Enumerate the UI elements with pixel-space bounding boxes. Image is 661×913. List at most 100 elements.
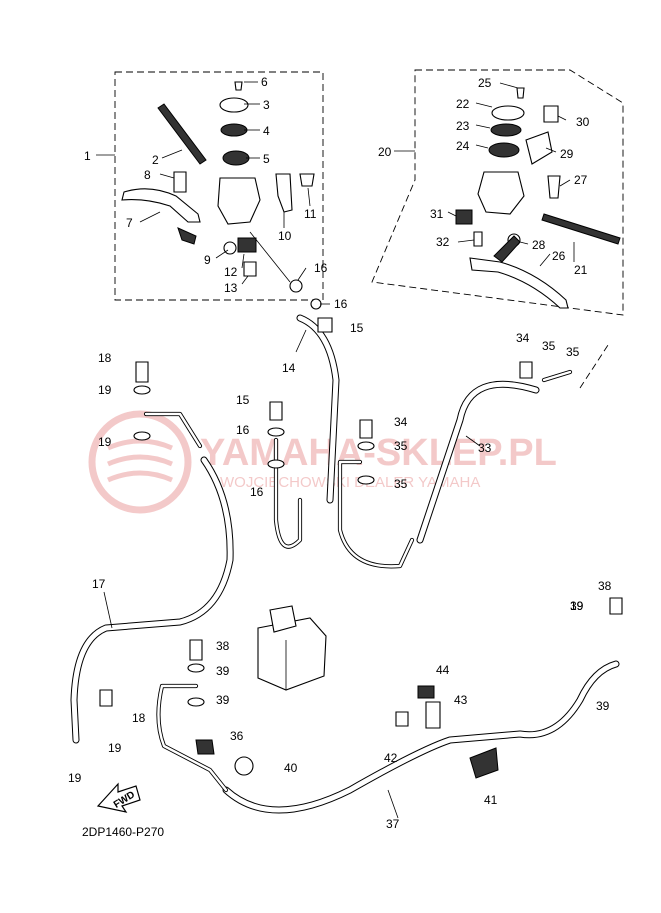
watermark-logo-emblem xyxy=(106,438,174,483)
callout-16d: 16 xyxy=(250,485,264,499)
callout-3: 3 xyxy=(263,98,270,112)
callout-41: 41 xyxy=(484,793,498,807)
callout-37: 37 xyxy=(386,817,400,831)
callout-35a: 35 xyxy=(542,339,556,353)
bolt-18a xyxy=(135,361,149,383)
front-master-cylinder-box xyxy=(114,71,324,301)
pin-27 xyxy=(547,175,561,199)
reservoir-cap-3 xyxy=(219,97,249,113)
pipe-right-inner xyxy=(338,460,414,568)
callout-34b: 34 xyxy=(394,415,408,429)
callout-36: 36 xyxy=(230,729,244,743)
callout-9: 9 xyxy=(204,253,211,267)
callout-16c: 16 xyxy=(236,423,250,437)
watermark-logo-ring xyxy=(88,410,192,514)
washer-19a xyxy=(133,385,151,395)
callout-30: 30 xyxy=(576,115,590,129)
washer-35a xyxy=(357,441,375,451)
grommet-40 xyxy=(234,756,254,776)
callout-15a: 15 xyxy=(350,321,364,335)
diaphragm-24 xyxy=(488,142,520,158)
callout-14: 14 xyxy=(282,361,296,375)
hose-joint-10 xyxy=(275,173,293,213)
clamp-36 xyxy=(195,739,215,755)
pin-8 xyxy=(173,171,187,193)
hose-37-inner xyxy=(223,661,619,813)
washer-16a xyxy=(289,279,303,293)
reservoir-cap-22 xyxy=(491,105,525,121)
callout-35d: 35 xyxy=(394,477,408,491)
callout-29: 29 xyxy=(560,147,574,161)
screw-25 xyxy=(516,87,525,99)
callout-20: 20 xyxy=(378,145,392,159)
watermark: YAMAHA-SKLEP.PL WOJCIECHOWSKI DEALER YAM… xyxy=(88,410,557,514)
hoses xyxy=(70,314,620,814)
fwd-arrow-shape xyxy=(96,782,141,813)
callout-23: 23 xyxy=(456,119,470,133)
callout-34a: 34 xyxy=(516,331,530,345)
spring-21 xyxy=(541,213,621,245)
callout-35c: 35 xyxy=(394,439,408,453)
abs-unit-body xyxy=(257,617,327,691)
front-brake-lever xyxy=(121,188,201,223)
washer-16b xyxy=(310,298,322,310)
holder-41 xyxy=(469,747,499,779)
diaphragm-5 xyxy=(222,150,250,166)
bolt-34b xyxy=(519,361,533,379)
bolt-38b xyxy=(609,597,623,615)
rear-master-cylinder-box xyxy=(371,69,624,316)
bolt-38a xyxy=(189,639,203,661)
bolt-15b xyxy=(269,401,283,421)
callout-5: 5 xyxy=(263,152,270,166)
callout-32: 32 xyxy=(436,235,450,249)
callout-24: 24 xyxy=(456,139,470,153)
callout-22: 22 xyxy=(456,97,470,111)
callout-31: 31 xyxy=(430,207,444,221)
callout-10: 10 xyxy=(278,229,292,243)
callout-28: 28 xyxy=(532,238,546,252)
hose-14-inner xyxy=(297,315,339,503)
abs-unit-motor xyxy=(269,605,297,633)
callout-19b: 19 xyxy=(98,435,112,449)
pipe-center-inner xyxy=(274,438,302,548)
bolt-13 xyxy=(243,261,257,277)
nut-9 xyxy=(223,241,237,255)
reservoir-plate-4 xyxy=(220,123,248,137)
callout-7: 7 xyxy=(126,216,133,230)
fwd-arrow: FWD xyxy=(96,782,141,813)
callout-2: 2 xyxy=(152,153,159,167)
callout-18b: 18 xyxy=(132,711,146,725)
callout-33: 33 xyxy=(478,441,492,455)
bolt-15a xyxy=(317,317,333,333)
bracket-43 xyxy=(425,701,441,729)
callout-15b: 15 xyxy=(236,393,250,407)
callout-17: 17 xyxy=(92,577,106,591)
hose-17-outer xyxy=(70,456,234,744)
abs-unit xyxy=(257,605,327,691)
callout-26: 26 xyxy=(552,249,566,263)
bolt-32 xyxy=(473,231,483,247)
washer-39a xyxy=(187,663,205,673)
callout-19e: 19 xyxy=(570,599,584,613)
watermark-title: YAMAHA-SKLEP.PL xyxy=(200,432,557,474)
callout-numbers: 1 2 3 4 5 6 7 8 9 10 11 12 13 14 15 15 1… xyxy=(68,75,612,831)
clip-44 xyxy=(417,685,435,699)
callout-19c: 19 xyxy=(108,741,122,755)
callout-25: 25 xyxy=(478,76,492,90)
bolt-34a xyxy=(359,419,373,439)
callout-40: 40 xyxy=(284,761,298,775)
callout-11: 11 xyxy=(304,207,317,221)
washer-16c xyxy=(267,427,285,437)
plate-23 xyxy=(490,123,522,137)
callout-1: 1 xyxy=(84,149,91,163)
rear-master-body xyxy=(477,171,525,215)
pipe-rear-inner xyxy=(542,370,572,382)
small-parts xyxy=(99,279,623,779)
rear-master-cylinder xyxy=(455,87,621,309)
callout-8: 8 xyxy=(144,168,151,182)
brake-pipes xyxy=(143,369,573,793)
screw-6 xyxy=(234,81,243,91)
callout-42: 42 xyxy=(384,751,398,765)
pipe-front-inner xyxy=(144,412,202,448)
